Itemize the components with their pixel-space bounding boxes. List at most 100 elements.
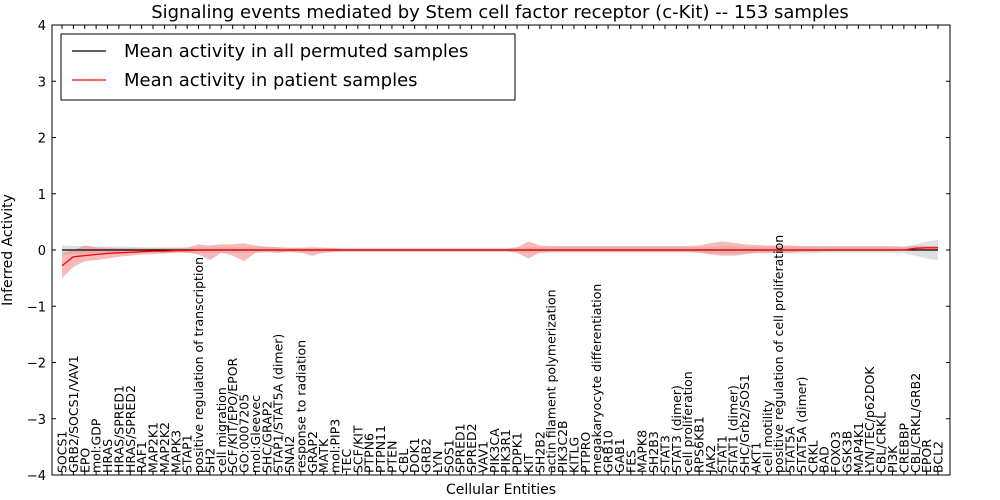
x-tick-label: GRAP2	[305, 431, 320, 473]
x-tick-label: TEC	[339, 448, 354, 474]
x-tick-label: RPS6KB1	[692, 416, 707, 473]
y-tick-label: −3	[27, 413, 46, 428]
y-axis-label: Inferred Activity	[0, 194, 16, 306]
x-tick-label: PTEN	[384, 441, 399, 473]
x-tick-label: STAT3 (dimer)	[669, 385, 684, 473]
y-tick-label: 2	[38, 132, 46, 147]
x-tick-label: response to radiation	[293, 340, 308, 473]
legend: Mean activity in all permuted samplesMea…	[60, 33, 516, 101]
x-tick-label: SPRED1	[453, 423, 468, 473]
x-tick-label: HRAS/SPRED2	[123, 385, 138, 473]
x-tick-label: KIT	[521, 453, 536, 473]
x-tick-label: STAP1	[180, 434, 195, 473]
y-tick-label: −1	[27, 300, 46, 315]
x-tick-label: GRB2	[419, 438, 434, 473]
x-tick-label: CRKL	[805, 440, 820, 473]
x-tick-label: MAP2K2	[157, 422, 172, 473]
x-axis: SOCS1GRB2/SOCS1/VAV1EPOmol:GDPHRASHRAS/S…	[55, 25, 946, 475]
x-tick-label: SNAI2	[282, 436, 297, 473]
x-tick-label: PDPK1	[510, 432, 525, 473]
x-tick-label: CBL	[396, 449, 411, 473]
y-tick-label: 0	[38, 244, 46, 259]
x-tick-label: BAD	[817, 446, 832, 473]
x-tick-label: positive regulation of transcription	[191, 257, 206, 473]
x-tick-label: cell motility	[760, 399, 775, 473]
x-tick-label: CREBBP	[896, 423, 911, 473]
x-tick-label: mol:PIP3	[328, 419, 343, 473]
x-tick-label: LYN/TEC/p62DOK	[862, 366, 877, 473]
x-tick-label: STAT1 (dimer)	[726, 385, 741, 473]
x-tick-label: PI3K	[885, 445, 900, 473]
x-tick-label: mol:GDP	[89, 418, 104, 473]
x-tick-label: DOK1	[407, 437, 422, 473]
x-tick-label: KITLG	[566, 437, 581, 473]
x-tick-label: MAPK8	[635, 430, 650, 473]
x-tick-label: SOCS1	[55, 431, 70, 473]
x-tick-label: STAT3	[657, 435, 672, 473]
x-tick-label: mol:Gleevec	[248, 395, 263, 473]
x-tick-label: SOS1	[441, 439, 456, 473]
x-tick-label: megakaryocyte differentiation	[589, 284, 604, 473]
x-tick-label: PTPN6	[362, 433, 377, 473]
legend-label: Mean activity in all permuted samples	[124, 41, 468, 62]
x-tick-label: GO:0007205	[237, 394, 252, 473]
x-tick-label: SHC/GRAP2	[259, 401, 274, 473]
legend-box	[60, 33, 516, 101]
x-tick-label: MATK	[316, 438, 331, 473]
legend-label: Mean activity in patient samples	[124, 70, 418, 91]
y-tick-label: 1	[38, 188, 46, 203]
y-tick-label: −2	[27, 357, 46, 372]
x-tick-label: SH2B3	[646, 431, 661, 473]
x-tick-label: STAT5A	[783, 426, 798, 473]
series-line	[61, 247, 938, 267]
chart-title: Signaling events mediated by Stem cell f…	[151, 2, 849, 23]
x-tick-label: JAK2	[703, 445, 718, 474]
x-tick-label: AKT1	[748, 442, 763, 473]
x-tick-label: EPOR	[919, 439, 934, 473]
x-axis-label: Cellular Entities	[446, 482, 556, 498]
x-tick-label: MAP2K1	[146, 422, 161, 473]
x-tick-label: MAPK3	[168, 430, 183, 473]
x-tick-label: SH2B2	[532, 431, 547, 473]
plot-frame	[51, 24, 951, 476]
x-tick-label: cell migration	[214, 387, 229, 473]
x-tick-label: PTPN11	[373, 425, 388, 473]
x-tick-label: STAP1/STAT5A (dimer)	[271, 334, 286, 473]
x-tick-label: FES	[623, 450, 638, 473]
x-tick-label: PIK3R1	[498, 429, 513, 473]
y-tick-label: 3	[38, 75, 46, 90]
x-tick-label: SPRED2	[464, 423, 479, 473]
x-tick-label: CBL/CRKL/GRB2	[908, 373, 923, 473]
x-tick-label: GRB10	[601, 430, 616, 473]
x-tick-label: GAB1	[612, 438, 627, 473]
x-tick-label: positive regulation of cell proliferatio…	[771, 235, 786, 473]
x-tick-label: SHC/Grb2/SOS1	[737, 374, 752, 473]
x-tick-label: PTPRO	[578, 432, 593, 473]
y-tick-label: 4	[38, 19, 46, 34]
x-tick-label: RAF1	[134, 441, 149, 473]
x-tick-label: cell proliferation	[680, 371, 695, 473]
x-tick-label: EPO	[77, 448, 92, 473]
x-tick-label: SCF/KIT/EPO/EPOR	[225, 357, 240, 473]
series-band	[62, 241, 938, 279]
x-tick-label: PIK3CA	[487, 428, 502, 473]
x-tick-label: SH2	[202, 448, 217, 473]
x-tick-label: LYN	[430, 451, 445, 473]
x-tick-label: MAP4K1	[851, 422, 866, 473]
x-tick-label: CBL/CRKL	[874, 412, 889, 473]
x-tick-label: BCL2	[931, 441, 946, 473]
x-tick-label: GSK3B	[839, 431, 854, 473]
x-tick-label: GRB2/SOCS1/VAV1	[66, 355, 81, 473]
y-tick-label: −4	[27, 469, 46, 484]
x-tick-label: HRAS	[100, 439, 115, 473]
series-lines	[61, 247, 938, 267]
x-tick-label: HRAS/SPRED1	[111, 385, 126, 473]
x-tick-label: PIK3C2B	[555, 420, 570, 473]
x-tick-label: SCF/KIT	[350, 425, 365, 473]
x-tick-label: VAV1	[475, 441, 490, 473]
x-tick-label: actin filament polymerization	[544, 289, 559, 473]
x-tick-label: FOXO3	[828, 431, 843, 473]
x-tick-label: STAT5A (dimer)	[794, 377, 809, 473]
x-tick-label: STAT1	[714, 435, 729, 473]
